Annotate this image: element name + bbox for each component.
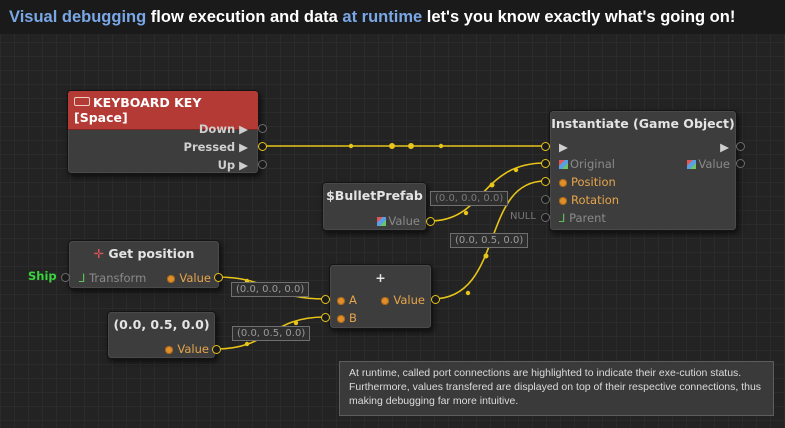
vector-dot-icon xyxy=(559,179,567,187)
port-flow-out[interactable] xyxy=(736,142,745,151)
ship-variable-label: Ship xyxy=(28,269,57,283)
parent-null-label: NULL xyxy=(510,211,536,222)
bullet-prefab-node[interactable]: $BulletPrefab Value xyxy=(322,182,427,231)
get-position-header: ✛ Get position xyxy=(69,241,219,261)
constant-vector-title: (0.0, 0.5, 0.0) xyxy=(113,317,210,332)
vector-dot-icon xyxy=(167,275,176,283)
constant-vector-node[interactable]: (0.0, 0.5, 0.0) Value xyxy=(107,311,216,359)
headline-highlight-2: at runtime xyxy=(342,8,423,26)
wire-value-getpos-a: (0.0, 0.0, 0.0) xyxy=(231,282,310,297)
info-panel: At runtime, called port connections are … xyxy=(339,361,774,416)
port-down[interactable] xyxy=(258,124,267,133)
port-transform[interactable] xyxy=(61,273,70,282)
port-up[interactable] xyxy=(258,160,267,169)
instantiate-flow-out: ▶ xyxy=(720,140,729,154)
port-a[interactable] xyxy=(321,295,330,304)
get-position-title: Get position xyxy=(108,246,195,261)
vector-dot-icon xyxy=(165,346,174,354)
instantiate-node[interactable]: Instantiate (Game Object) ▶ ▶ Original V… xyxy=(549,110,737,231)
get-position-node[interactable]: ✛ Get position ⅃ Transform Value xyxy=(68,240,220,289)
vector-dot-icon xyxy=(337,315,345,323)
bullet-output-value: Value xyxy=(377,214,420,228)
vector-dot-icon xyxy=(559,197,567,205)
add-output-value: Value xyxy=(381,293,425,307)
input-b: B xyxy=(337,311,357,325)
instantiate-flow-in: ▶ xyxy=(559,140,568,154)
headline-highlight-1: Visual debugging xyxy=(9,8,147,26)
port-instantiate-value[interactable] xyxy=(736,159,745,168)
output-pressed: Pressed ▶ xyxy=(183,140,248,154)
transform-axis-icon: ✛ xyxy=(93,246,105,261)
wire-value-add-position: (0.0, 0.5, 0.0) xyxy=(450,233,529,248)
gameobject-icon xyxy=(377,217,387,226)
port-bullet-value[interactable] xyxy=(426,217,435,226)
getpos-output-value: Value xyxy=(167,271,211,285)
port-original[interactable] xyxy=(541,159,550,168)
transform-axis-icon: ⅃ xyxy=(79,271,86,285)
instantiate-node-title: Instantiate (Game Object) xyxy=(551,116,735,131)
output-value: Value xyxy=(687,157,730,171)
keyboard-node-header: KEYBOARD KEY [Space] xyxy=(68,91,258,130)
vector-dot-icon xyxy=(381,297,390,305)
constant-output-value: Value xyxy=(165,342,209,356)
bullet-prefab-title: $BulletPrefab xyxy=(326,188,423,203)
port-rotation[interactable] xyxy=(541,195,550,204)
input-position: Position xyxy=(559,175,616,189)
port-b[interactable] xyxy=(321,313,330,322)
port-pressed[interactable] xyxy=(258,142,267,151)
input-original: Original xyxy=(559,157,615,171)
port-constant-value[interactable] xyxy=(212,345,221,354)
port-position[interactable] xyxy=(541,177,550,186)
gameobject-icon xyxy=(687,160,697,169)
add-node[interactable]: + A Value B xyxy=(329,264,432,329)
wire-value-bullet-original: (0.0, 0.0, 0.0) xyxy=(430,191,509,206)
headline: Visual debugging flow execution and data… xyxy=(0,0,785,34)
input-transform: ⅃ Transform xyxy=(79,271,147,285)
port-parent[interactable] xyxy=(541,213,550,222)
port-add-value[interactable] xyxy=(431,295,440,304)
port-getpos-value[interactable] xyxy=(214,273,223,282)
input-rotation: Rotation xyxy=(559,193,619,207)
keyboard-node-title: KEYBOARD KEY [Space] xyxy=(74,95,202,125)
wire-value-constant-b: (0.0, 0.5, 0.0) xyxy=(232,326,311,341)
headline-text-1: flow execution and data xyxy=(146,8,343,26)
headline-text-2: let's you know exactly what's going on! xyxy=(422,8,736,26)
vector-dot-icon xyxy=(337,297,345,305)
output-up: Up ▶ xyxy=(217,158,248,172)
keyboard-key-node[interactable]: KEYBOARD KEY [Space] Down ▶ Pressed ▶ Up… xyxy=(67,90,259,174)
input-a: A xyxy=(337,293,357,307)
add-node-title: + xyxy=(375,270,386,285)
transform-axis-icon: ⅃ xyxy=(559,211,566,225)
keyboard-icon xyxy=(74,97,90,106)
port-flow-in[interactable] xyxy=(541,142,550,151)
gameobject-icon xyxy=(559,160,568,169)
output-down: Down ▶ xyxy=(198,122,248,136)
input-parent: ⅃ Parent xyxy=(559,211,606,225)
